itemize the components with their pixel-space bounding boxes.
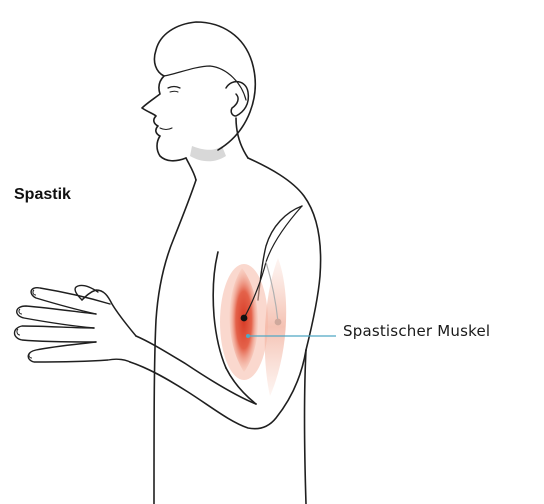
nerve-dot xyxy=(241,315,248,322)
ear-icon xyxy=(226,82,248,116)
face-profile xyxy=(142,76,186,161)
torso-back xyxy=(305,350,307,504)
hairline xyxy=(164,66,246,100)
antagonist-muscle xyxy=(265,258,286,396)
finger-3 xyxy=(15,326,97,342)
torso-front xyxy=(154,180,196,504)
eye-lower xyxy=(170,91,178,92)
finger-2 xyxy=(17,306,96,328)
eye-icon xyxy=(168,87,180,89)
neck-back xyxy=(236,118,248,158)
mouth-icon xyxy=(160,128,172,130)
callout-anchor xyxy=(246,334,250,338)
nerve-dot-faded xyxy=(275,319,282,326)
figure-title: Spastik xyxy=(14,186,71,204)
nail-4 xyxy=(29,353,32,358)
nail-3 xyxy=(17,329,20,335)
neck-front xyxy=(186,158,196,180)
nail-1 xyxy=(33,290,36,295)
finger-4 xyxy=(28,342,130,362)
nail-2 xyxy=(19,309,22,314)
muscle-label: Spastischer Muskel xyxy=(343,322,490,340)
